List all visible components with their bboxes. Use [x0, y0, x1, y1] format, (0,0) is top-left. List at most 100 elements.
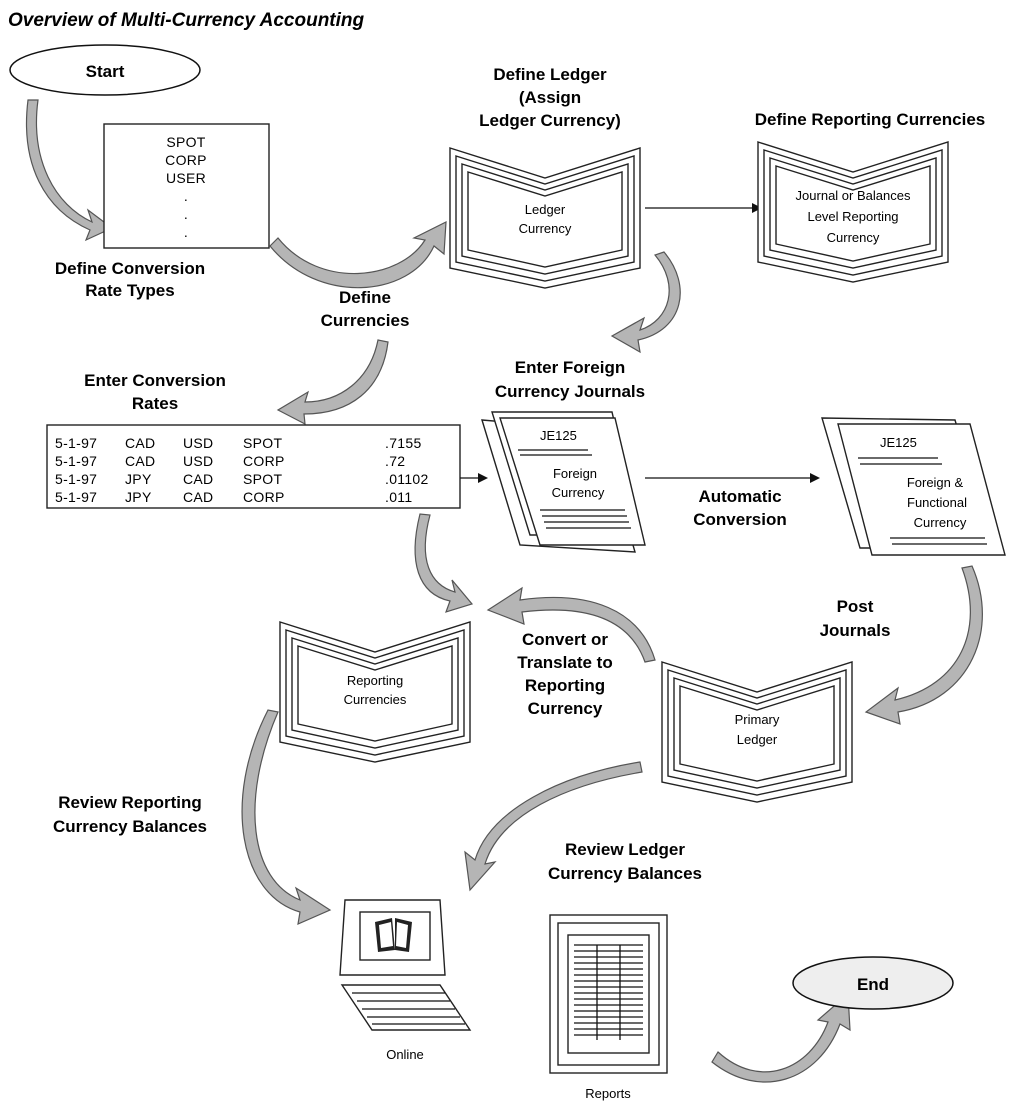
- primary-ledger-text: Primary: [735, 712, 780, 727]
- rate-type-item: .: [184, 188, 188, 204]
- rate-from: CAD: [125, 453, 155, 469]
- foreign-journal-document: [481, 411, 646, 553]
- rate-date: 5-1-97: [55, 471, 97, 487]
- reporting-currencies-text: Reporting: [347, 673, 403, 688]
- ledger-book-text: Currency: [519, 221, 572, 236]
- rate-row: 5-1-97 JPY CAD CORP .011: [55, 489, 412, 505]
- convert-translate-label: Convert or: [522, 630, 608, 649]
- define-currencies-label: Currencies: [321, 311, 410, 330]
- post-journals-label: Post: [837, 597, 874, 616]
- ledger-to-reporting-arrowhead: [752, 203, 762, 213]
- reporting-book-text: Currency: [827, 230, 880, 245]
- flow-arrow-ledger-to-journals: [610, 251, 681, 354]
- rate-from: JPY: [125, 489, 152, 505]
- flow-arrow-rates-to-reporting: [414, 513, 474, 613]
- rate-to: USD: [183, 453, 213, 469]
- conversion-rates-table: [46, 424, 461, 509]
- define-ledger-label: Ledger Currency): [479, 111, 621, 130]
- rate-to: CAD: [183, 471, 213, 487]
- automatic-conversion-label: Conversion: [693, 510, 787, 529]
- computer-icon: [339, 899, 472, 1031]
- end-terminal: [792, 956, 954, 1010]
- rate-type: SPOT: [243, 435, 282, 451]
- reporting-book-text: Journal or Balances: [796, 188, 911, 203]
- rate-to: CAD: [183, 489, 213, 505]
- online-label: Online: [386, 1047, 424, 1062]
- rate-type-item: USER: [166, 170, 206, 186]
- foreign-journal-id: JE125: [540, 428, 577, 443]
- ledger-book-text: Ledger: [525, 202, 566, 217]
- rate-from: JPY: [125, 471, 152, 487]
- rate-row: 5-1-97 CAD USD SPOT .7155: [55, 435, 422, 451]
- define-reporting-label: Define Reporting Currencies: [755, 110, 986, 129]
- rate-date: 5-1-97: [55, 435, 97, 451]
- flow-arrow-post-journals: [864, 565, 983, 725]
- primary-ledger-text: Ledger: [737, 732, 778, 747]
- review-ledger-label: Currency Balances: [548, 864, 702, 883]
- define-ledger-label: Define Ledger: [493, 65, 607, 84]
- rate-row: 5-1-97 JPY CAD SPOT .01102: [55, 471, 429, 487]
- report-icon: [549, 914, 668, 1074]
- convert-translate-label: Currency: [528, 699, 603, 718]
- define-currencies-label: Define: [339, 288, 391, 307]
- automatic-conversion-label: Automatic: [698, 487, 781, 506]
- reports-label: Reports: [585, 1086, 631, 1101]
- reporting-book-text: Level Reporting: [807, 209, 898, 224]
- start-label: Start: [86, 62, 125, 81]
- rate-date: 5-1-97: [55, 489, 97, 505]
- converted-journal-text: Foreign &: [907, 475, 964, 490]
- end-label: End: [857, 975, 889, 994]
- converted-journal-document: [821, 417, 1006, 556]
- flow-arrow-rate-types-to-ledger: [269, 220, 447, 289]
- rate-value: .01102: [385, 471, 429, 487]
- post-journals-label: Journals: [820, 621, 891, 640]
- foreign-journal-text: Foreign: [553, 466, 597, 481]
- rates-to-journals-arrowhead: [478, 473, 488, 483]
- conversion-rates-label: Enter Conversion: [84, 371, 226, 390]
- converted-journal-text: Currency: [914, 515, 967, 530]
- rate-from: CAD: [125, 435, 155, 451]
- flow-arrow-to-end: [711, 992, 851, 1083]
- review-reporting-label: Currency Balances: [53, 817, 207, 836]
- foreign-journals-label: Currency Journals: [495, 382, 645, 401]
- flow-arrow-primary-to-online: [464, 761, 643, 892]
- reporting-currencies-text: Currencies: [344, 692, 407, 707]
- converted-journal-id: JE125: [880, 435, 917, 450]
- rate-type: CORP: [243, 489, 285, 505]
- rate-type-item: CORP: [165, 152, 207, 168]
- review-ledger-label: Review Ledger: [565, 840, 685, 859]
- rate-row: 5-1-97 CAD USD CORP .72: [55, 453, 405, 469]
- rate-types-label: Define Conversion: [55, 259, 205, 278]
- foreign-journal-text: Currency: [552, 485, 605, 500]
- convert-translate-label: Reporting: [525, 676, 605, 695]
- rate-type-item: .: [184, 206, 188, 222]
- rate-date: 5-1-97: [55, 453, 97, 469]
- converted-journal-text: Functional: [907, 495, 967, 510]
- flow-arrow-start-to-rate-types: [26, 99, 114, 242]
- rate-type-item: SPOT: [166, 134, 205, 150]
- conversion-rates-label: Rates: [132, 394, 178, 413]
- foreign-journals-label: Enter Foreign: [515, 358, 626, 377]
- flow-arrow-reporting-to-online: [241, 709, 332, 925]
- diagram-title: Overview of Multi-Currency Accounting: [8, 10, 365, 31]
- rate-value: .72: [385, 453, 405, 469]
- start-terminal: [9, 44, 201, 96]
- rate-types-list: SPOT CORP USER . . .: [165, 134, 207, 240]
- auto-conversion-arrowhead: [810, 473, 820, 483]
- review-reporting-label: Review Reporting: [58, 793, 202, 812]
- rate-type-item: .: [184, 224, 188, 240]
- flow-arrow-currencies-to-rates: [276, 339, 389, 426]
- ledger-currency-book: [449, 147, 641, 289]
- flow-arrow-primary-to-reporting: [486, 586, 656, 663]
- define-ledger-label: (Assign: [519, 88, 581, 107]
- rate-type: SPOT: [243, 471, 282, 487]
- rate-value: .7155: [385, 435, 422, 451]
- rate-types-label: Rate Types: [85, 281, 174, 300]
- rate-type: CORP: [243, 453, 285, 469]
- conversion-rates-rows: 5-1-97 CAD USD SPOT .7155 5-1-97 CAD USD…: [55, 435, 429, 505]
- rate-value: .011: [385, 489, 412, 505]
- rate-types-box: [103, 123, 270, 249]
- rate-to: USD: [183, 435, 213, 451]
- convert-translate-label: Translate to: [517, 653, 612, 672]
